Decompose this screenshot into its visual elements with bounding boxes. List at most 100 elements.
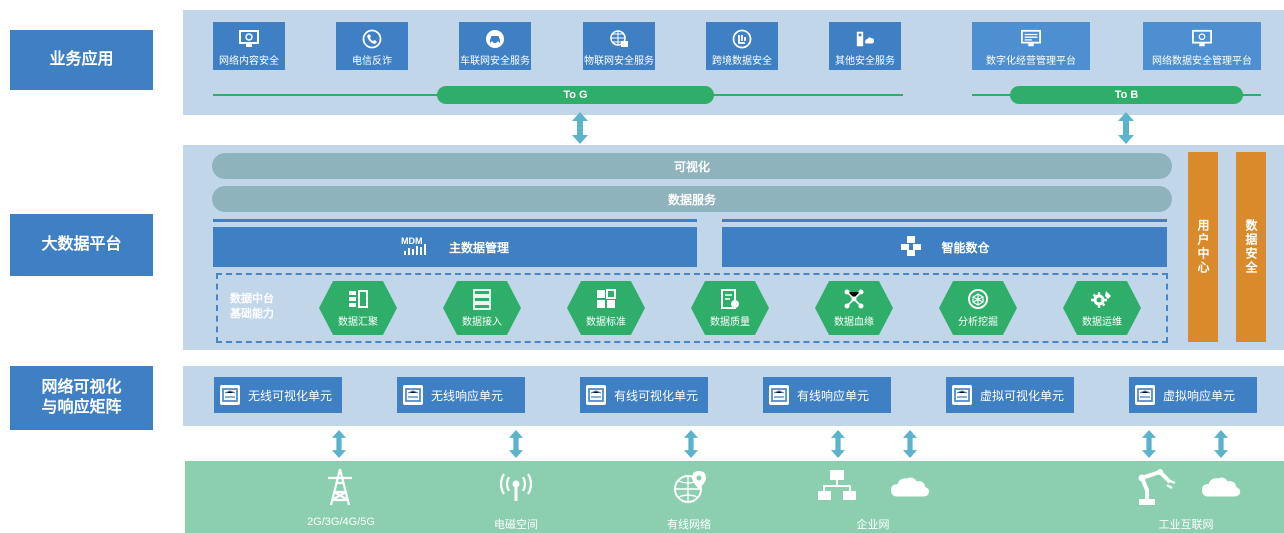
base-title-line1: 数据中台	[230, 293, 274, 305]
smart-warehouse-label: 智能数仓	[941, 240, 990, 255]
unit-wired-response[interactable]: 有线响应单元	[763, 377, 891, 413]
tower-icon	[320, 467, 360, 507]
app-tile-iot-security[interactable]: 物联网安全服务	[583, 22, 655, 70]
data-service-bar: 数据服务	[212, 186, 1172, 212]
network-band	[185, 461, 1284, 533]
unit-wireless-response[interactable]: 无线响应单元	[397, 377, 525, 413]
monitor-icon	[1021, 29, 1041, 49]
cloud-icon	[890, 467, 930, 507]
capability-lineage[interactable]: 数据血缘	[815, 281, 893, 335]
capability-label: 数据汇聚	[338, 317, 378, 328]
base-capability-title: 数据中台 基础能力	[230, 292, 274, 322]
device-icon	[952, 385, 972, 405]
capability-label: 数据标准	[586, 317, 626, 328]
capability-aggregate[interactable]: 数据汇聚	[319, 281, 397, 335]
cross-border-icon	[732, 29, 752, 49]
capability-mining[interactable]: 分析挖掘	[939, 281, 1017, 335]
network-label: 企业网	[856, 519, 890, 531]
access-icon	[473, 289, 491, 310]
mdm-icon: MDM	[401, 235, 431, 260]
app-tile-digital-ops-platform[interactable]: 数字化经营管理平台	[972, 22, 1090, 70]
cloud-icon	[1201, 467, 1241, 507]
phone-icon	[362, 29, 382, 49]
globe-pin-icon	[670, 467, 710, 507]
robot-arm-icon	[1136, 467, 1176, 507]
ops-icon	[1091, 291, 1111, 308]
monitor-gear-icon	[239, 29, 259, 49]
app-tile-cross-border[interactable]: 跨境数据安全	[706, 22, 778, 70]
app-tile-content-security[interactable]: 网络内容安全	[213, 22, 285, 70]
network-label: 工业互联网	[1158, 519, 1214, 531]
app-label: 电信反诈	[352, 56, 392, 67]
app-label: 物联网安全服务	[584, 56, 654, 67]
aggregate-icon	[349, 290, 368, 308]
cloud-device-icon	[855, 29, 875, 49]
unit-virtual-visual[interactable]: 虚拟可视化单元	[946, 377, 1074, 413]
capability-label: 数据血缘	[834, 317, 874, 328]
app-tile-telecom-fraud[interactable]: 电信反诈	[336, 22, 408, 70]
master-data-line	[213, 219, 697, 222]
user-center-column: 用户中心	[1188, 152, 1218, 342]
unit-wired-visual[interactable]: 有线可视化单元	[580, 377, 708, 413]
capability-label: 数据运维	[1082, 317, 1122, 328]
capability-quality[interactable]: 数据质量	[691, 281, 769, 335]
iot-globe-icon	[609, 29, 629, 49]
row-label-network: 网络可视化 与响应矩阵	[10, 366, 153, 430]
double-arrow-icon	[572, 112, 588, 144]
row-label-bigdata: 大数据平台	[10, 214, 153, 276]
row-label-network-line1: 网络可视化	[41, 379, 122, 396]
visualization-bar: 可视化	[212, 153, 1172, 179]
capability-label: 分析挖掘	[958, 317, 998, 328]
base-title-line2: 基础能力	[230, 308, 274, 320]
to-g-pill: To G	[437, 86, 714, 104]
app-tile-other-services[interactable]: 其他安全服务	[829, 22, 901, 70]
double-arrow-icon	[1213, 430, 1229, 458]
double-arrow-icon	[830, 430, 846, 458]
network-label: 电磁空间	[494, 519, 538, 531]
smart-warehouse-line	[722, 219, 1167, 222]
cubes-icon	[899, 235, 923, 260]
device-icon	[403, 385, 423, 405]
double-arrow-icon	[508, 430, 524, 458]
to-b-pill: To B	[1010, 86, 1243, 104]
device-icon	[220, 385, 240, 405]
app-tile-network-data-security-platform[interactable]: 网络数据安全管理平台	[1143, 22, 1261, 70]
unit-virtual-response[interactable]: 虚拟响应单元	[1129, 377, 1257, 413]
row-label-network-line2: 与响应矩阵	[41, 399, 122, 416]
app-tile-vehicle-security[interactable]: 车联网安全服务	[459, 22, 531, 70]
double-arrow-icon	[1118, 112, 1134, 144]
signal-icon	[496, 467, 536, 507]
double-arrow-icon	[331, 430, 347, 458]
device-icon	[769, 385, 789, 405]
app-label: 网络数据安全管理平台	[1152, 56, 1252, 67]
app-label: 其他安全服务	[835, 56, 895, 67]
base-capability-box	[216, 273, 1168, 343]
double-arrow-icon	[1141, 430, 1157, 458]
network-label: 2G/3G/4G/5G	[307, 516, 375, 528]
double-arrow-icon	[683, 430, 699, 458]
monitor-shield-icon	[1192, 29, 1212, 49]
capability-ops[interactable]: 数据运维	[1063, 281, 1141, 335]
network-panel	[183, 366, 1284, 426]
master-data-bar: MDM 主数据管理	[213, 227, 697, 267]
unit-label: 无线可视化单元	[248, 388, 333, 403]
svg-text:MDM: MDM	[401, 236, 423, 246]
capability-label: 数据接入	[462, 317, 502, 328]
device-icon	[1135, 385, 1155, 405]
unit-label: 无线响应单元	[431, 388, 504, 403]
capability-standard[interactable]: 数据标准	[567, 281, 645, 335]
unit-label: 有线响应单元	[797, 388, 870, 403]
smart-warehouse-bar: 智能数仓	[722, 227, 1167, 267]
master-data-label: 主数据管理	[448, 240, 509, 255]
data-security-column: 数据安全	[1236, 152, 1266, 342]
network-computers-icon	[817, 467, 857, 507]
unit-label: 虚拟可视化单元	[980, 388, 1065, 403]
mining-icon	[968, 289, 988, 309]
app-label: 数字化经营管理平台	[986, 56, 1076, 67]
unit-wireless-visual[interactable]: 无线可视化单元	[214, 377, 342, 413]
car-icon	[485, 29, 505, 49]
app-label: 跨境数据安全	[712, 56, 772, 67]
capability-access[interactable]: 数据接入	[443, 281, 521, 335]
network-label: 有线网络	[667, 519, 711, 531]
app-label: 网络内容安全	[219, 56, 279, 67]
